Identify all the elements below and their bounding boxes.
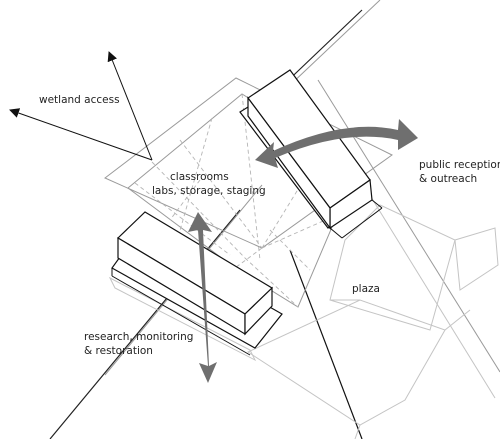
- label-plaza: plaza: [352, 283, 380, 295]
- roof-fold-lines: [134, 93, 331, 308]
- building-right-plinth: [329, 227, 343, 239]
- site-lines: [49, 0, 500, 439]
- arrow-public-outreach: [255, 119, 418, 168]
- building-left-side: [244, 286, 273, 336]
- label-public-reception: public reception: [419, 159, 500, 171]
- label-research-monitoring: research, monitoring: [84, 331, 193, 343]
- plaza-block-strip: [108, 276, 257, 362]
- wetland-arrow-up: [107, 51, 153, 161]
- label-wetland-access: wetland access: [39, 94, 120, 106]
- circulation-arrows: [188, 119, 418, 383]
- plaza-joint-3: [354, 424, 361, 439]
- roof-plane-upper: [104, 77, 393, 249]
- label-outreach: & outreach: [419, 173, 477, 185]
- plaza-block-lower: [246, 299, 446, 426]
- arrow-research-wetland: [188, 212, 217, 383]
- wetland-arrow-left: [9, 108, 153, 161]
- plaza-joint-2: [444, 309, 471, 331]
- label-labs-storage-staging: labs, storage, staging: [152, 185, 266, 197]
- plaza-block-main: [329, 204, 456, 331]
- plaza-paving: [108, 204, 499, 439]
- wetland-access-arrows: [9, 51, 153, 161]
- label-restoration: & restoration: [84, 345, 153, 357]
- label-classrooms: classrooms: [170, 171, 229, 183]
- sidewalk-right-curb: [317, 79, 500, 373]
- building-left: [111, 211, 283, 356]
- road-right-edge: [289, 249, 363, 439]
- plaza-block-right: [454, 227, 499, 291]
